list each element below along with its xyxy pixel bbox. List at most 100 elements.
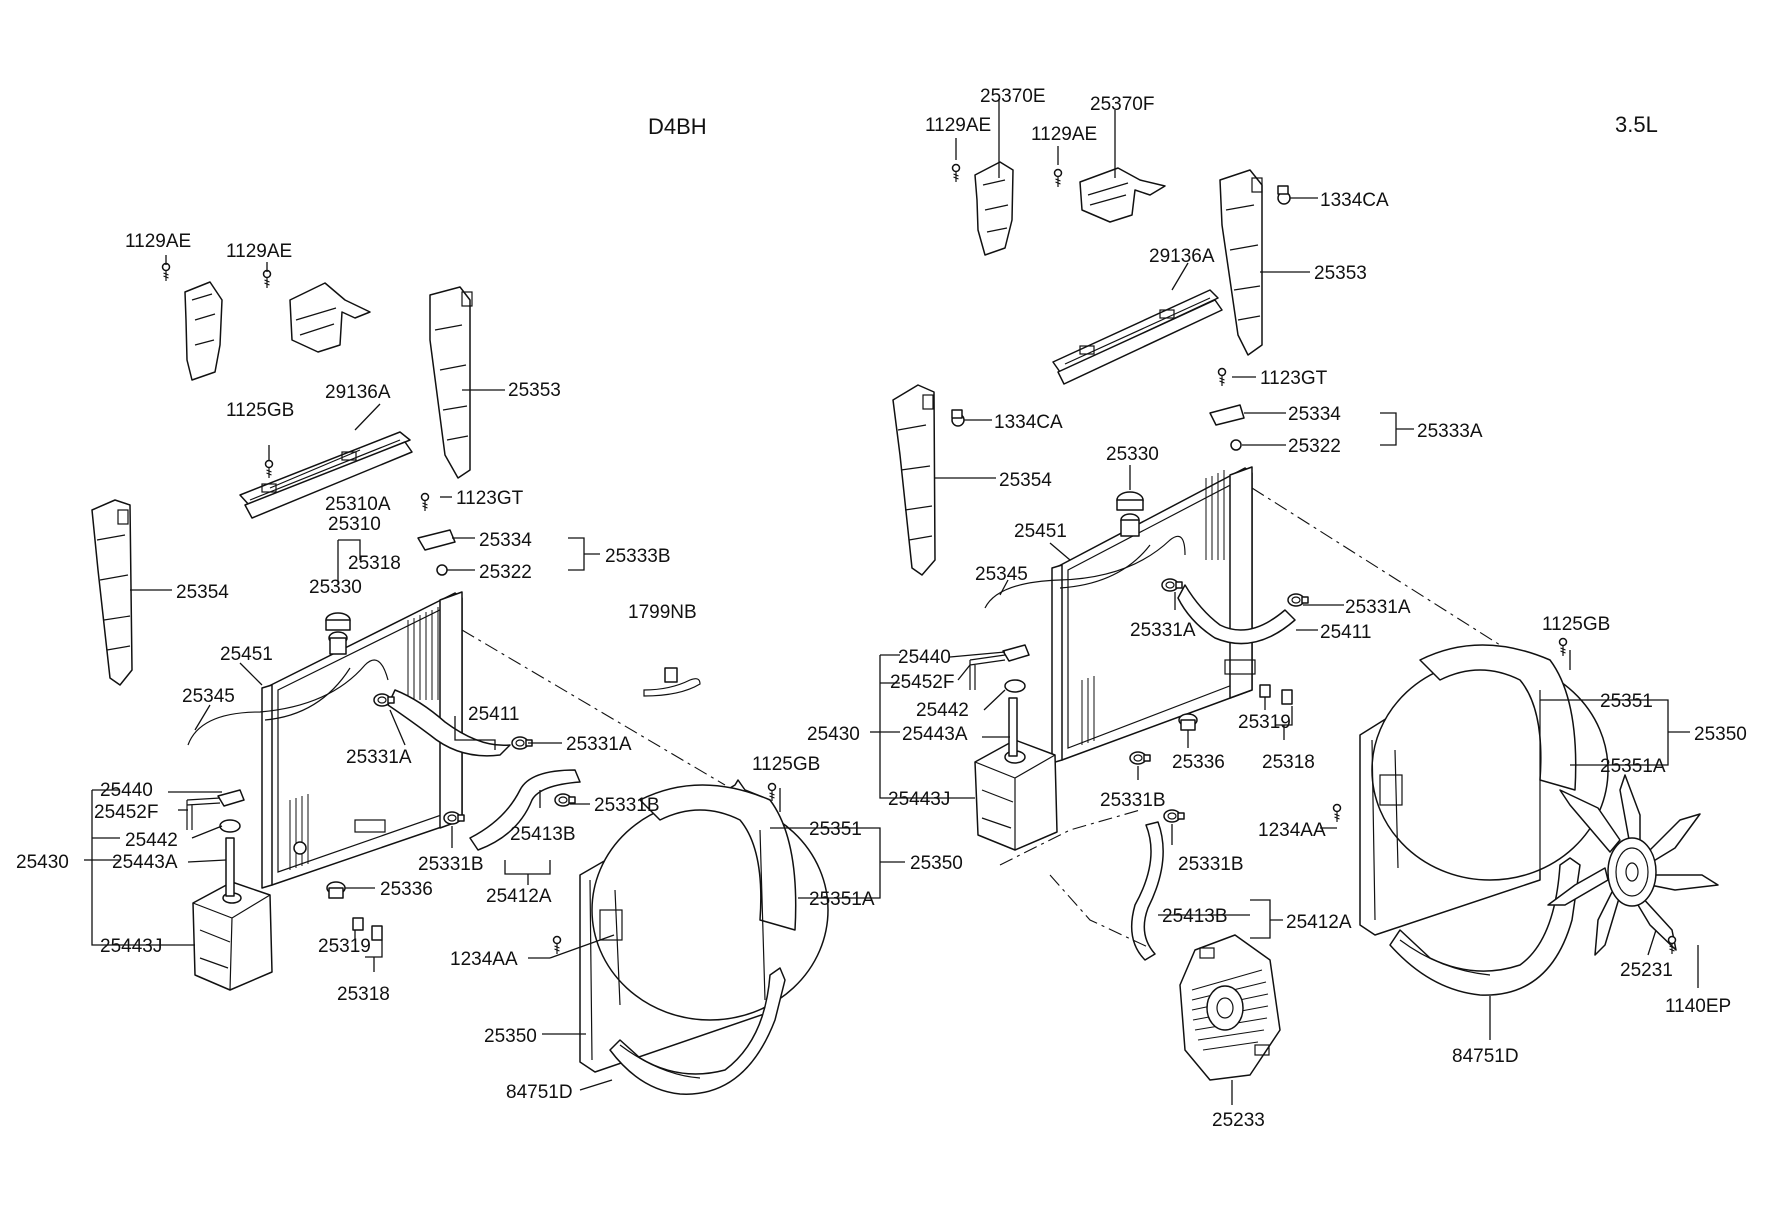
label-25330-left: 25330 [309, 577, 362, 598]
plug-25318-right [1281, 689, 1293, 705]
hose-25452f-left [186, 797, 221, 830]
label-25451-left: 25451 [220, 644, 273, 665]
bracket-left-angled [289, 282, 371, 353]
label-1125gb-fan-left: 1125GB [752, 754, 820, 775]
radiator-cap-25330-right [1116, 491, 1144, 537]
left-labels: 1129AE 1129AE 1125GB 29136A 25353 25310A… [16, 231, 963, 1103]
plug-25318-left [371, 925, 383, 941]
label-25331b-right-2: 25331B [1178, 854, 1244, 875]
label-25322-right: 25322 [1288, 436, 1341, 457]
label-25412a-left: 25412A [486, 886, 552, 907]
plug-25319-left [352, 917, 364, 931]
overflow-hose-25345 [187, 659, 389, 746]
clip-1799nb [643, 667, 701, 697]
label-25353-right: 25353 [1314, 263, 1367, 284]
label-1129ae-right-b: 1129AE [1031, 124, 1097, 145]
label-25370f: 25370F [1090, 94, 1154, 115]
bolt-1125gb-right [1558, 637, 1568, 657]
label-25430-right: 25430 [807, 724, 860, 745]
label-25330-right: 25330 [1106, 444, 1159, 465]
bracket-25334-left [417, 529, 456, 551]
label-25443j-left: 25443J [100, 936, 162, 957]
insulator-25322-right [1230, 439, 1242, 451]
label-1129ae-right-a: 1129AE [925, 115, 991, 136]
radiator-3-5l [1051, 466, 1256, 764]
label-1125gb-top-left: 1125GB [226, 400, 294, 421]
label-84751d-right: 84751D [1452, 1046, 1519, 1067]
overflow-hose-25345-right [984, 535, 1186, 609]
label-25440-left: 25440 [100, 780, 153, 801]
label-25345-right: 25345 [975, 564, 1028, 585]
label-25351a-right: 25351A [1600, 756, 1666, 777]
label-25411-right: 25411 [1320, 622, 1371, 643]
label-25318-right: 25318 [1262, 752, 1315, 773]
label-1129ae-left-b: 1129AE [226, 241, 292, 262]
top-seal-29136a [239, 431, 413, 519]
clamp-25331a-right-2 [1287, 593, 1309, 607]
label-1123gt-right: 1123GT [1260, 368, 1328, 389]
label-25336-right: 25336 [1172, 752, 1225, 773]
bracket-left-small [184, 281, 223, 381]
reservoir-tank-3-5l [969, 644, 1058, 851]
title-3-5l: 3.5L [1615, 112, 1658, 137]
bolt-1234aa-left [552, 935, 562, 955]
radiator-d4bh [261, 591, 463, 889]
label-25351-right: 25351 [1600, 691, 1653, 712]
air-guard-25354-right [892, 384, 936, 576]
label-25442-right: 25442 [916, 700, 969, 721]
label-25331a-left-2: 25331A [566, 734, 632, 755]
upper-hose-25411-right [1177, 584, 1296, 645]
label-29136a-left: 29136A [325, 382, 391, 403]
gasket-25442-right [1004, 679, 1026, 693]
label-25443j-right: 25443J [888, 789, 950, 810]
label-25442-left: 25442 [125, 830, 178, 851]
hose-25452f-right [969, 654, 1006, 690]
label-25451-right: 25451 [1014, 521, 1067, 542]
label-25350-part-left: 25350 [484, 1026, 537, 1047]
label-25440-right: 25440 [898, 647, 951, 668]
3-5l-assembly [892, 161, 1719, 1081]
label-25231: 25231 [1620, 960, 1673, 981]
clamp-25331b-right-1 [1129, 751, 1151, 765]
label-1125gb-right: 1125GB [1542, 614, 1610, 635]
label-25318-top-left: 25318 [348, 553, 401, 574]
bracket-25334-right [1209, 404, 1245, 426]
label-1123gt-left: 1123GT [456, 488, 524, 509]
label-25412a-right: 25412A [1286, 912, 1352, 933]
label-25310-left: 25310 [328, 514, 381, 535]
d4bh-assembly [91, 258, 829, 1095]
label-25443a-left: 25443A [112, 852, 178, 873]
clip-1334ca-top [1277, 185, 1291, 205]
label-25319-right: 25319 [1238, 712, 1291, 733]
label-25411-left: 25411 [468, 704, 519, 725]
air-guard-25353 [429, 286, 473, 479]
clip-1334ca-mid [951, 409, 965, 427]
label-25443a-right: 25443A [902, 724, 968, 745]
bolt-1125gb-top [264, 459, 274, 479]
bolt-1129ae-left-b [262, 269, 272, 289]
label-25353-left: 25353 [508, 380, 561, 401]
label-25334-left: 25334 [479, 530, 532, 551]
insulator-25322-left [436, 564, 448, 576]
bolt-1123gt-right [1217, 367, 1227, 387]
cooling-fan-25231 [1547, 774, 1719, 956]
label-25331a-left-1: 25331A [346, 747, 412, 768]
label-25354-left: 25354 [176, 582, 229, 603]
gasket-25442-left [219, 819, 241, 833]
fan-shroud-d4bh [579, 779, 829, 1073]
label-25310a-left: 25310A [325, 494, 391, 515]
drain-plug-25336-right [1178, 713, 1198, 731]
label-1234aa-left: 1234AA [450, 949, 518, 970]
label-25351-left: 25351 [809, 819, 862, 840]
air-guard-25354 [91, 499, 133, 686]
label-25413b-left: 25413B [510, 824, 576, 845]
fan-shroud-lower-84751d [609, 967, 786, 1095]
left-leaders [84, 255, 905, 1091]
label-1140ep: 1140EP [1665, 996, 1731, 1017]
label-1334ca-mid: 1334CA [994, 412, 1063, 433]
label-25322-left: 25322 [479, 562, 532, 583]
label-25345-left: 25345 [182, 686, 235, 707]
label-25351a-left: 25351A [809, 889, 875, 910]
clamp-25331b-right-2 [1163, 809, 1185, 823]
